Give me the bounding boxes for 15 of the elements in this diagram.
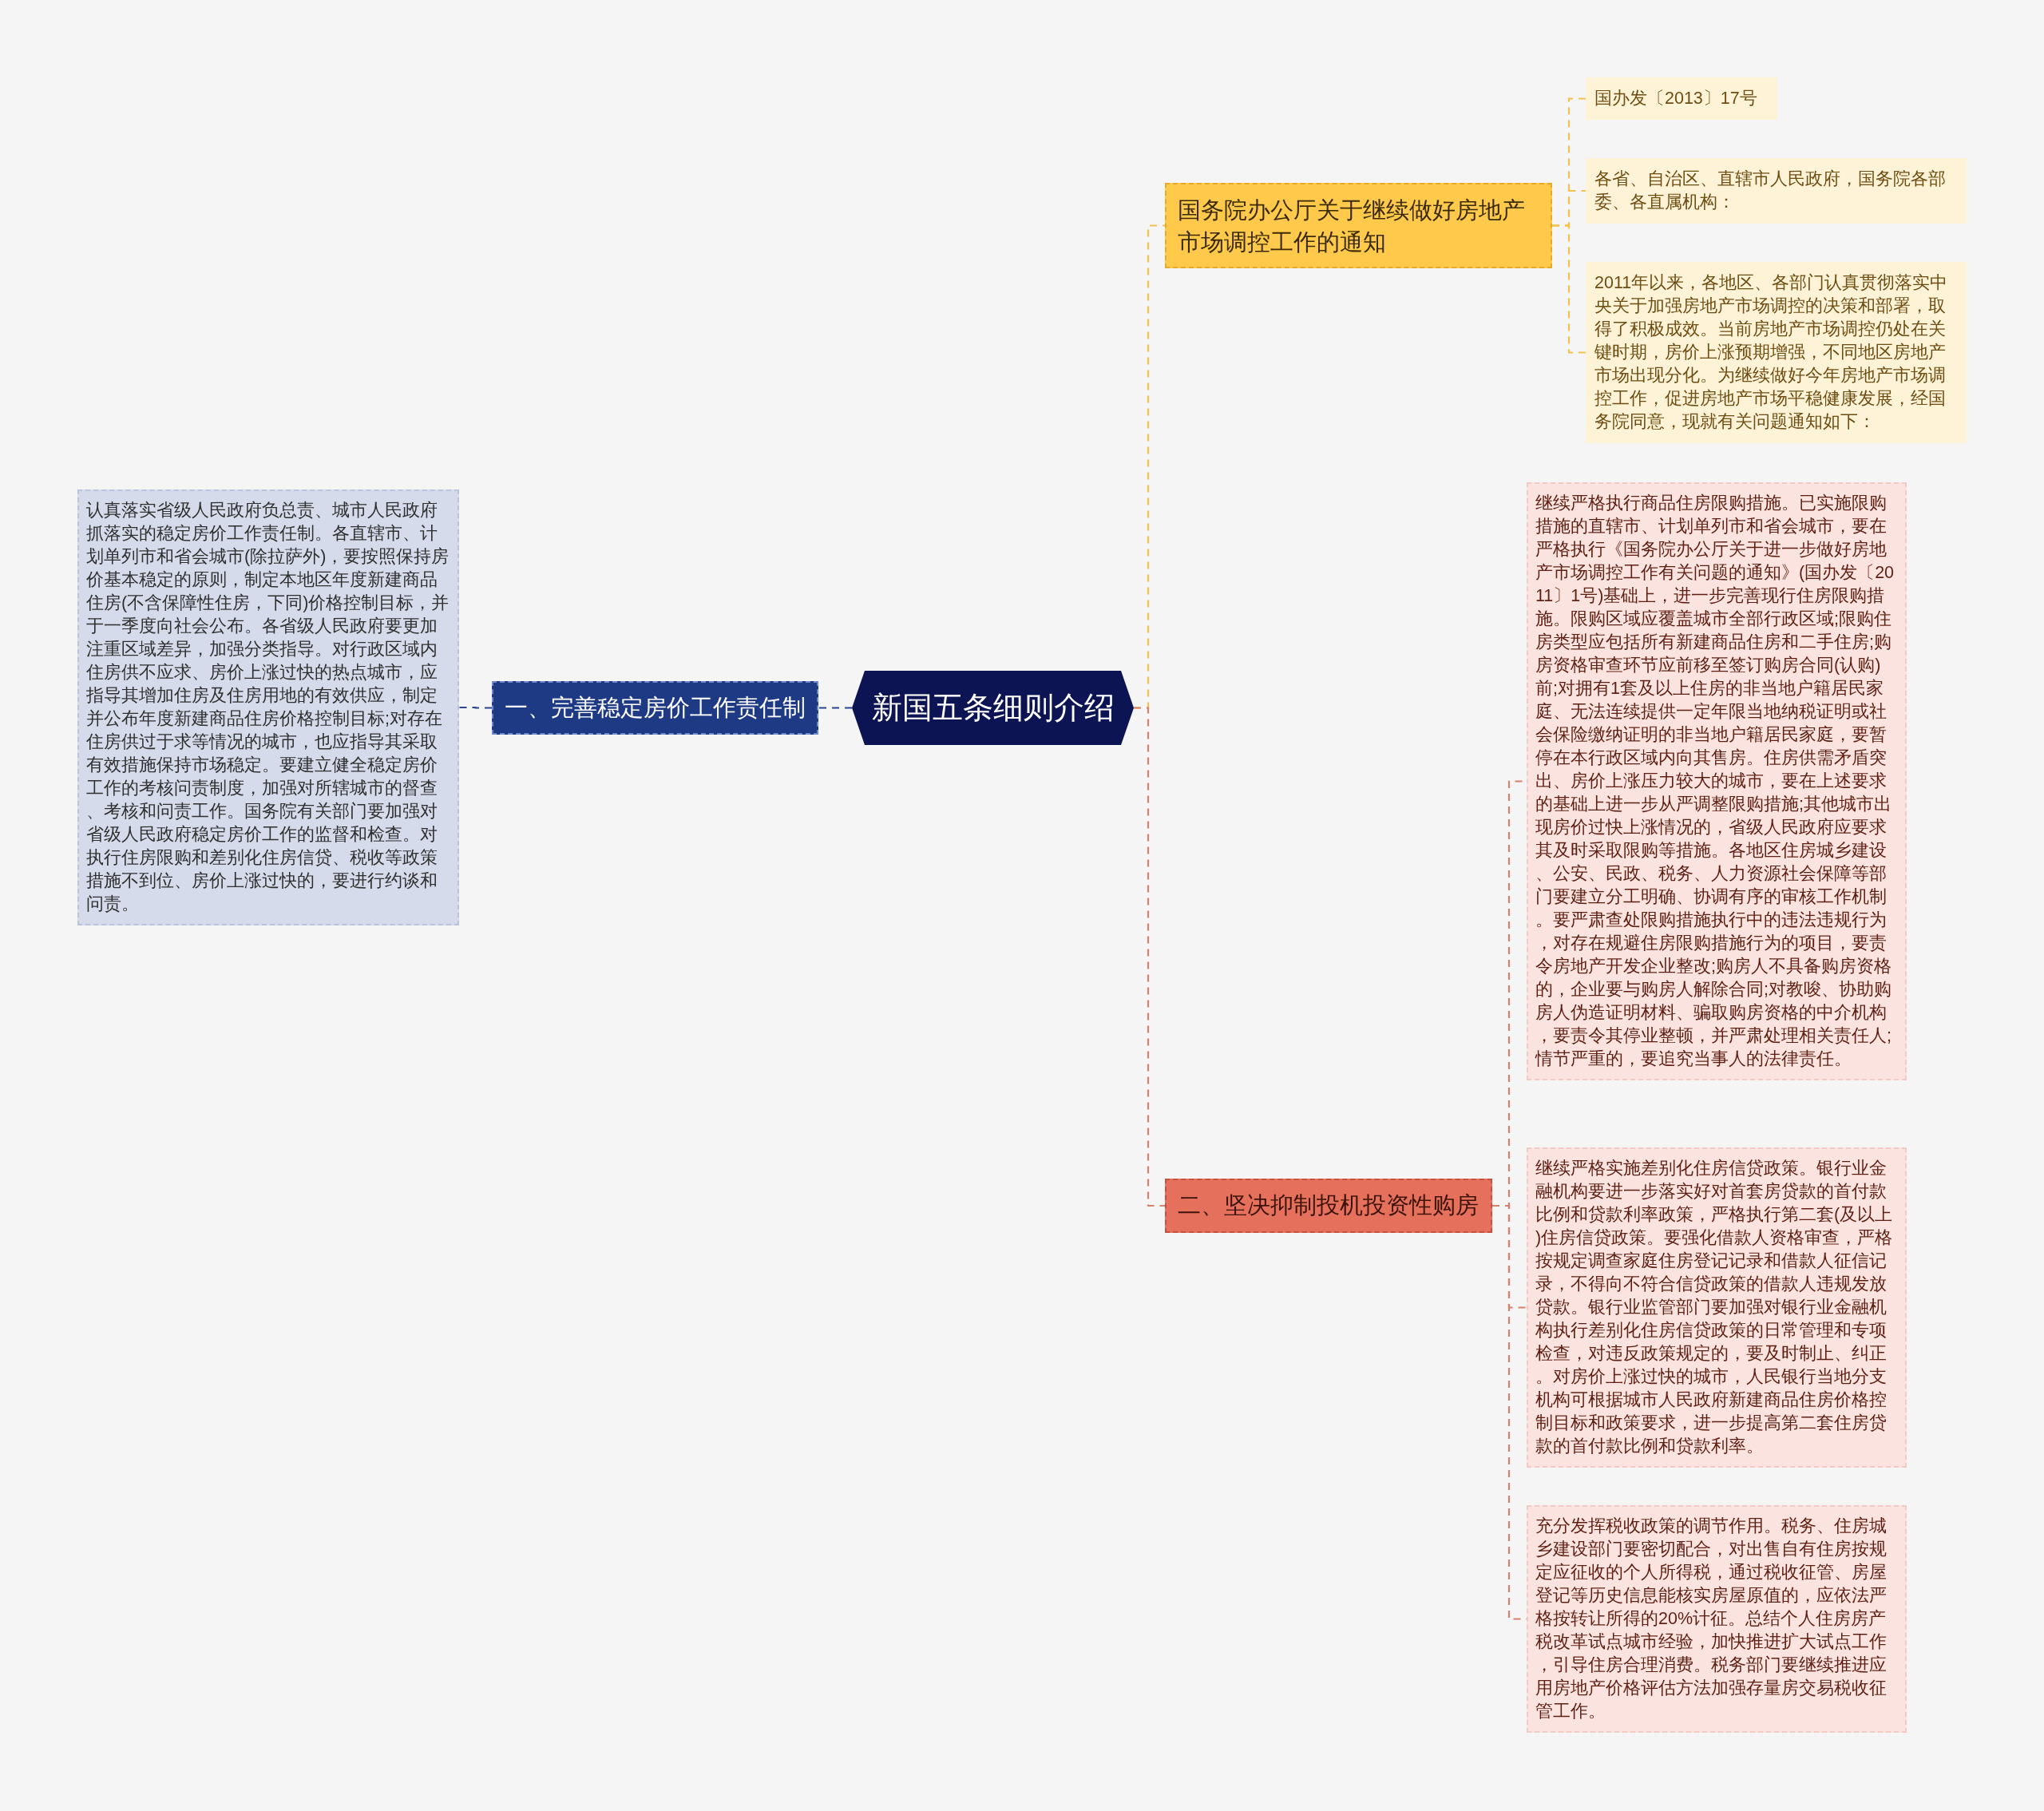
connector [1134, 707, 1165, 1207]
note-box: 认真落实省级人民政府负总责、城市人民政府抓落实的稳定房价工作责任制。各直辖市、计划单列市和省会城市(除拉萨外)，要按照保持房价基本稳定的原则，制定本地区年度新建商品住房(不含保障性住房，下同)价格控制目标，并于一季度向社会公布。各省级人民政府要更加注重区域差异，加强分类指导。对行政区域内住房供不应求、房价上涨过快的热点城市，应指导其增加住房及住房用地的有效供应，制定并公布年度新建商品住房价格控制目标;对存在住房供过于求等情况的城市，也应指导其采取有效措施保持市场稳定。要建立健全稳定房价工作的考核问责制度，加强对所辖城市的督查、考核和问责工作。国务院有关部门要加强对省级人民政府稳定房价工作的监督和检查。对执行住房限购和差别化住房信贷、税收等政策措施不到位、房价上涨过快的，要进行约谈和问责。 [77, 489, 459, 925]
note-box: 继续严格执行商品住房限购措施。已实施限购措施的直辖市、计划单列市和省会城市，要在严格执行《国务院办公厅关于进一步做好房地产市场调控工作有关问题的通知》(国办发〔2011〕1号)基础上，进一步完善现行住房限购措施。限购区域应覆盖城市全部行政区域;限购住房类型应包括所有新建商品住房和二手住房;购房资格审查环节应前移至签订购房合同(认购)前;对拥有1套及以上住房的非当地户籍居民家庭、无法连续提供一定年限当地纳税证明或社会保险缴纳证明的非当地户籍居民家庭，要暂停在本行政区域内向其售房。住房供需矛盾突出、房价上涨压力较大的城市，要在上述要求的基础上进一步从严调整限购措施;其他城市出现房价过快上涨情况的，省级人民政府应要求其及时采取限购等措施。各地区住房城乡建设、公安、民政、税务、人力资源社会保障等部门要建立分工明确、协调有序的审核工作机制。要严肃查处限购措施执行中的违法违规行为，对存在规避住房限购措施行为的项目，要责令房地产开发企业整改;购房人不具备购房资格的，企业要与购房人解除合同;对教唆、协助购房人伪造证明材料、骗取购房资格的中介机构，要责令其停业整顿，并严肃处理相关责任人;情节严重的，要追究当事人的法律责任。 [1527, 482, 1907, 1080]
topic-box: 国务院办公厅关于继续做好房地产市场调控工作的通知 [1165, 183, 1552, 268]
connector [818, 707, 852, 709]
topic-box: 一、完善稳定房价工作责任制 [492, 681, 818, 735]
connector [1552, 224, 1586, 354]
topic-box: 二、坚决抑制投机投资性购房 [1165, 1179, 1492, 1233]
central-topic-hexagon: 新国五条细则介绍 [852, 671, 1134, 745]
note-box: 继续严格实施差别化住房信贷政策。银行业金融机构要进一步落实好对首套房贷款的首付款比例和贷款利率政策，严格执行第二套(及以上)住房信贷政策。要强化借款人资格审查，严格按规定调查家庭住房登记记录和借款人征信记录，不得向不符合信贷政策的借款人违规发放贷款。银行业监管部门要加强对银行业金融机构执行差别化住房信贷政策的日常管理和专项检查，对违反政策规定的，要及时制止、纠正。对房价上涨过快的城市，人民银行当地分支机构可根据城市人民政府新建商品住房价格控制目标和政策要求，进一步提高第二套住房贷款的首付款比例和贷款利率。 [1527, 1147, 1907, 1468]
note-box: 充分发挥税收政策的调节作用。税务、住房城乡建设部门要密切配合，对出售自有住房按规定应征收的个人所得税，通过税收征管、房屋登记等历史信息能核实房屋原值的，应依法严格按转让所得的20%计征。总结个人住房房产税改革试点城市经验，加快推进扩大试点工作，引导住房合理消费。税务部门要继续推进应用房地产价格评估方法加强存量房交易税收征管工作。 [1527, 1505, 1907, 1733]
note-box: 国办发〔2013〕17号 [1586, 77, 1777, 120]
note-box: 2011年以来，各地区、各部门认真贯彻落实中央关于加强房地产市场调控的决策和部署，取得了积极成效。当前房地产市场调控仍处在关键时期，房价上涨预期增强，不同地区房地产市场出现分化。为继续做好今年房地产市场调控工作，促进房地产市场平稳健康发展，经国务院同意，现就有关问题通知如下： [1586, 262, 1967, 443]
connector [459, 706, 492, 709]
note-box: 各省、自治区、直辖市人民政府，国务院各部委、各直属机构： [1586, 158, 1967, 224]
